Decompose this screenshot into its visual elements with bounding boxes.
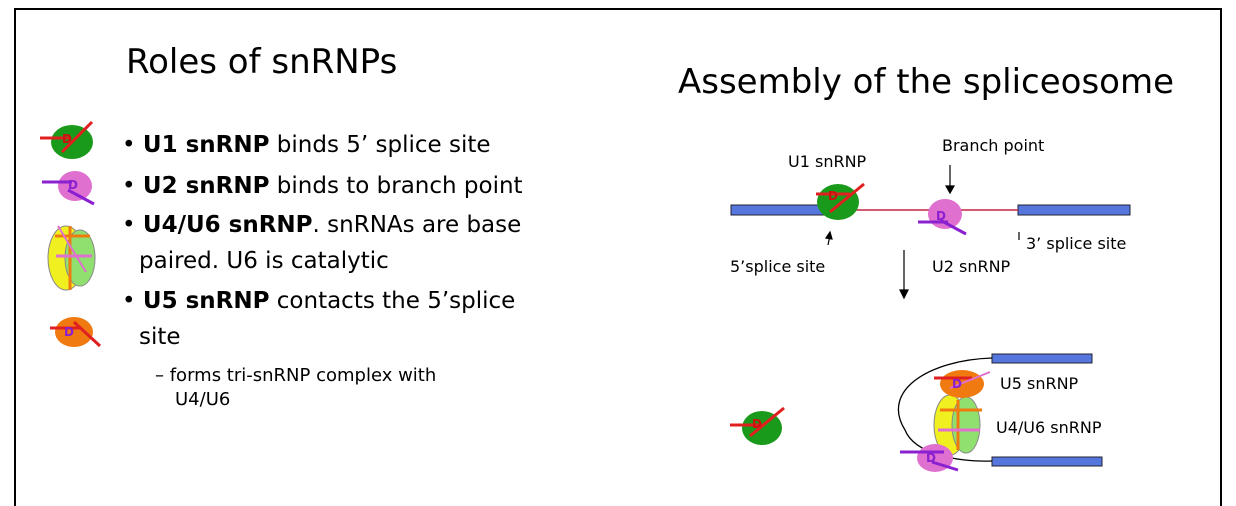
- sub-bullet-line1: – forms tri-snRNP complex with: [155, 365, 437, 386]
- label-u4u6: U4/U6 snRNP: [996, 418, 1102, 437]
- spliceosome-complex: D D: [897, 353, 1103, 472]
- svg-text:D: D: [752, 417, 762, 431]
- right-title: Assembly of the spliceosome: [678, 62, 1175, 102]
- label-u5: U5 snRNP: [1000, 374, 1079, 393]
- exon-3prime: [1017, 204, 1131, 216]
- pre-mrna: [730, 204, 1131, 216]
- svg-text:D: D: [68, 178, 78, 192]
- bullet-u4u6-name: U4/U6 snRNP: [142, 212, 313, 238]
- u5-snrnp-icon: D: [50, 317, 102, 348]
- svg-text:D: D: [952, 377, 962, 391]
- exon-5prime: [730, 204, 832, 216]
- bullet-u5-cont: site: [139, 324, 181, 350]
- u1-snrnp-icon: D: [40, 120, 94, 159]
- u2-snrnp-icon: D: [42, 171, 95, 206]
- slide-frame: [14, 8, 1222, 506]
- bullet-u4u6: • U4/U6 snRNP. snRNAs are base: [122, 212, 522, 238]
- bullet-u1-name: U1 snRNP: [142, 132, 270, 158]
- bullet-u4u6-cont: paired. U6 is catalytic: [139, 248, 389, 274]
- bullet-u5: • U5 snRNP contacts the 5’splice: [122, 288, 516, 314]
- u1-bound-icon: D: [816, 182, 865, 220]
- arrows: [824, 165, 1020, 300]
- bullet-u1: • U1 snRNP binds 5’ splice site: [122, 132, 491, 158]
- label-u1: U1 snRNP: [788, 152, 867, 171]
- svg-text:D: D: [936, 209, 946, 223]
- bullet-u2-name: U2 snRNP: [142, 173, 270, 199]
- bullet-u5-name: U5 snRNP: [142, 288, 270, 314]
- svg-text:D: D: [62, 132, 72, 146]
- label-u2: U2 snRNP: [932, 257, 1011, 276]
- u4u6-snrnp-icon: [47, 225, 96, 291]
- bullet-u5-text: contacts the 5’splice: [269, 288, 516, 314]
- label-5-splice-site: 5’splice site: [730, 257, 826, 276]
- bullet-u4u6-text: . snRNAs are base: [312, 212, 522, 238]
- sub-bullet-line2: U4/U6: [175, 389, 231, 410]
- bullet-u2: • U2 snRNP binds to branch point: [122, 173, 523, 199]
- svg-text:D: D: [926, 451, 936, 465]
- label-3-splice-site: 3’ splice site: [1026, 234, 1127, 253]
- left-title: Roles of snRNPs: [126, 42, 398, 82]
- bullet-u1-text: binds 5’ splice site: [269, 132, 491, 158]
- svg-text:D: D: [64, 325, 74, 339]
- label-branch-point: Branch point: [942, 136, 1045, 155]
- u1-released-icon: D: [730, 406, 785, 445]
- bullet-u2-text: binds to branch point: [269, 173, 523, 199]
- u2-bound-icon: D: [918, 199, 967, 236]
- svg-text:D: D: [828, 189, 838, 203]
